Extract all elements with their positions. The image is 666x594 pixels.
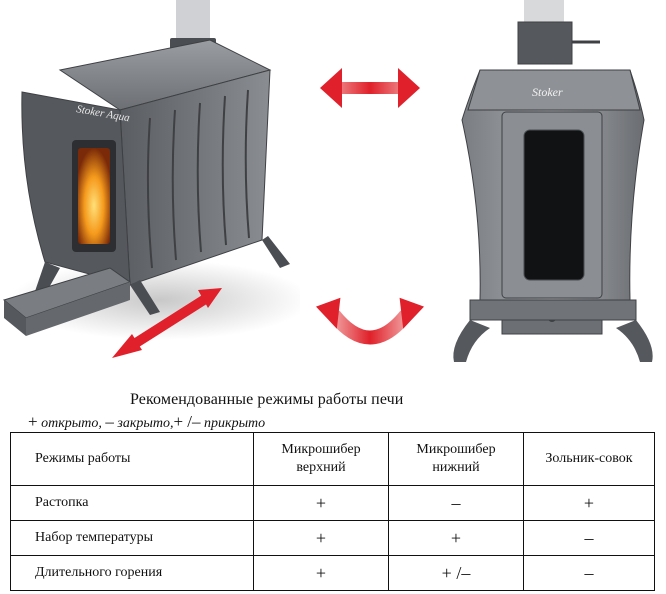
row-mode-cell: Растопка [10, 485, 254, 521]
legend-closed-label: закрыто, [117, 416, 174, 431]
header-upper-damper: Микрошибер верхний [253, 432, 389, 486]
legend-plus-symbol: + [28, 412, 38, 431]
row-lower-cell: + /– [388, 555, 524, 591]
header-ash-pan: Зольник-совок [523, 432, 655, 486]
legend-open-label: открыто, [41, 416, 102, 431]
row-ash-cell: – [523, 555, 655, 591]
legend-ajar-label: прикрыто [204, 416, 266, 431]
section-caption: Рекомендованные режимы работы печи [130, 391, 404, 408]
header-lower-damper: Микрошибер нижний [388, 432, 524, 486]
legend-plusminus-symbol: + /– [173, 412, 201, 431]
row-upper-cell: + [253, 555, 389, 591]
row-upper-cell: + [253, 520, 389, 556]
table-row: Длительного горения + + /– – [10, 555, 655, 591]
header-mode: Режимы работы [10, 432, 254, 486]
table-row: Набор температуры + + – [10, 520, 655, 556]
row-ash-cell: – [523, 520, 655, 556]
rotation-arrow [315, 297, 425, 345]
horizontal-double-arrow [320, 68, 420, 108]
symbol-legend: + открыто, – закрыто,+ /– прикрыто [28, 412, 265, 432]
drawer-arrow [112, 288, 222, 358]
table-header-row: Режимы работы Микрошибер верхний Микроши… [10, 432, 655, 486]
svg-text:Stoker: Stoker [532, 85, 563, 99]
table-row: Растопка + – + [10, 485, 655, 521]
row-mode-cell: Длительного горения [10, 555, 254, 591]
row-lower-cell: + [388, 520, 524, 556]
stove-front-illustration: Stoker [453, 0, 653, 362]
row-upper-cell: + [253, 485, 389, 521]
legend-minus-symbol: – [105, 412, 114, 431]
row-ash-cell: + [523, 485, 655, 521]
direction-arrows [315, 68, 425, 345]
operating-modes-table: Режимы работы Микрошибер верхний Микроши… [10, 432, 655, 591]
row-lower-cell: – [388, 485, 524, 521]
row-mode-cell: Набор температуры [10, 520, 254, 556]
stove-perspective-illustration: Stoker Aqua [2, 0, 300, 358]
